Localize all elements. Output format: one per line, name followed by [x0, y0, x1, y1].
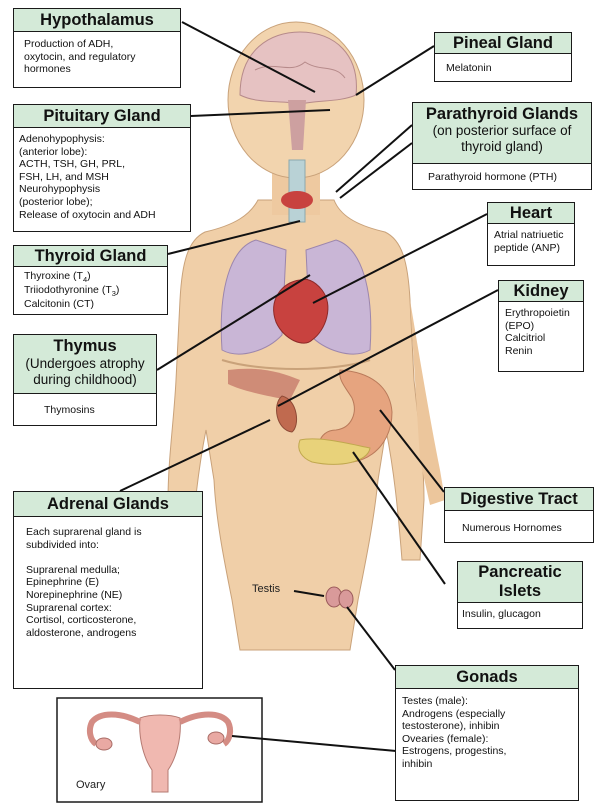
gonads-title: Gonads	[395, 665, 579, 689]
ovary-label: Ovary	[76, 779, 105, 791]
pancreatic-title: Pancreatic Islets	[457, 561, 583, 603]
parathyroid-text: Parathyroid hormone (PTH)	[428, 171, 588, 184]
pituitary-title: Pituitary Gland	[13, 104, 191, 128]
pineal-text: Melatonin	[446, 62, 556, 75]
digestive-text: Numerous Hornomes	[462, 522, 592, 535]
kidney-text: Erythropoietin (EPO) Calcitriol Renin	[505, 307, 583, 357]
parathyroid-subtitle: (on posterior surface of thyroid gland)	[414, 123, 590, 154]
heart-text: Atrial natriuetic peptide (ANP)	[494, 229, 574, 254]
adrenal-title: Adrenal Glands	[13, 491, 203, 517]
digestive-title: Digestive Tract	[444, 487, 594, 511]
pituitary-text: Adenohypophysis: (anterior lobe): ACTH, …	[19, 133, 189, 221]
hypothalamus-text: Production of ADH, oxytocin, and regulat…	[24, 38, 174, 76]
hypothalamus-title: Hypothalamus	[13, 8, 181, 32]
pineal-title: Pineal Gland	[434, 32, 572, 54]
adrenal-text: Each suprarenal gland is subdivided into…	[26, 526, 202, 639]
thyroid-line-3: Calcitonin (CT)	[24, 298, 164, 311]
gonads-text: Testes (male): Androgens (especially tes…	[402, 695, 578, 771]
thyroid-organ	[281, 191, 313, 209]
heart-title: Heart	[487, 202, 575, 224]
kidney-title: Kidney	[498, 280, 584, 302]
thymus-subtitle: (Undergoes atrophy during childhood)	[14, 356, 156, 387]
thyroid-title: Thyroid Gland	[13, 245, 168, 267]
thymus-text: Thymosins	[44, 404, 144, 417]
testis-label: Testis	[252, 583, 280, 595]
pancreatic-text: Insulin, glucagon	[462, 608, 582, 621]
